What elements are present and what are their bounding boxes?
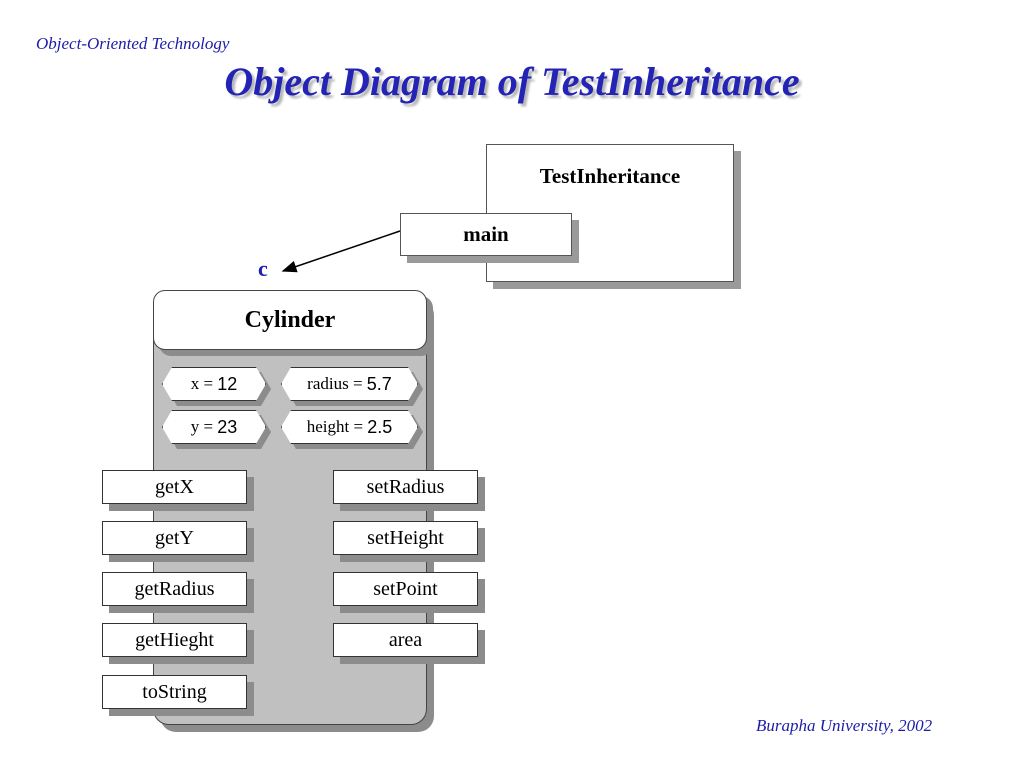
attribute-name: y xyxy=(190,417,200,436)
attribute-value: 2.5 xyxy=(367,416,393,437)
method-gethieght: getHieght xyxy=(102,623,247,657)
attribute-height: height = 2.5 xyxy=(281,410,418,444)
course-name: Object-Oriented Technology xyxy=(36,34,230,53)
attribute-y: y = 23 xyxy=(162,410,266,444)
method-setheight: setHeight xyxy=(333,521,478,555)
attribute-value: 23 xyxy=(217,416,238,437)
method-area: area xyxy=(333,623,478,657)
testinheritance-label: TestInheritance xyxy=(539,164,681,188)
method-setradius: setRadius xyxy=(333,470,478,504)
main-method-box: main xyxy=(400,213,572,256)
attribute-value: 12 xyxy=(217,373,238,394)
attribute-name: x xyxy=(190,374,200,393)
attribute-value: 5.7 xyxy=(366,373,392,394)
method-tostring: toString xyxy=(102,675,247,709)
attribute-name: height xyxy=(306,417,350,436)
slide-title: Object Diagram of TestInheritance xyxy=(224,59,800,104)
cylinder-object xyxy=(153,292,427,725)
method-getradius: getRadius xyxy=(102,572,247,606)
method-gety: getY xyxy=(102,521,247,555)
method-getx: getX xyxy=(102,470,247,504)
method-setpoint: setPoint xyxy=(333,572,478,606)
attribute-name: radius xyxy=(307,374,349,393)
attribute-radius: radius = 5.7 xyxy=(281,367,418,401)
attribute-x: x = 12 xyxy=(162,367,266,401)
footer-credit: Burapha University, 2002 xyxy=(756,716,933,735)
reference-variable-label: c xyxy=(258,256,268,281)
cylinder-class-header: Cylinder xyxy=(153,290,427,350)
